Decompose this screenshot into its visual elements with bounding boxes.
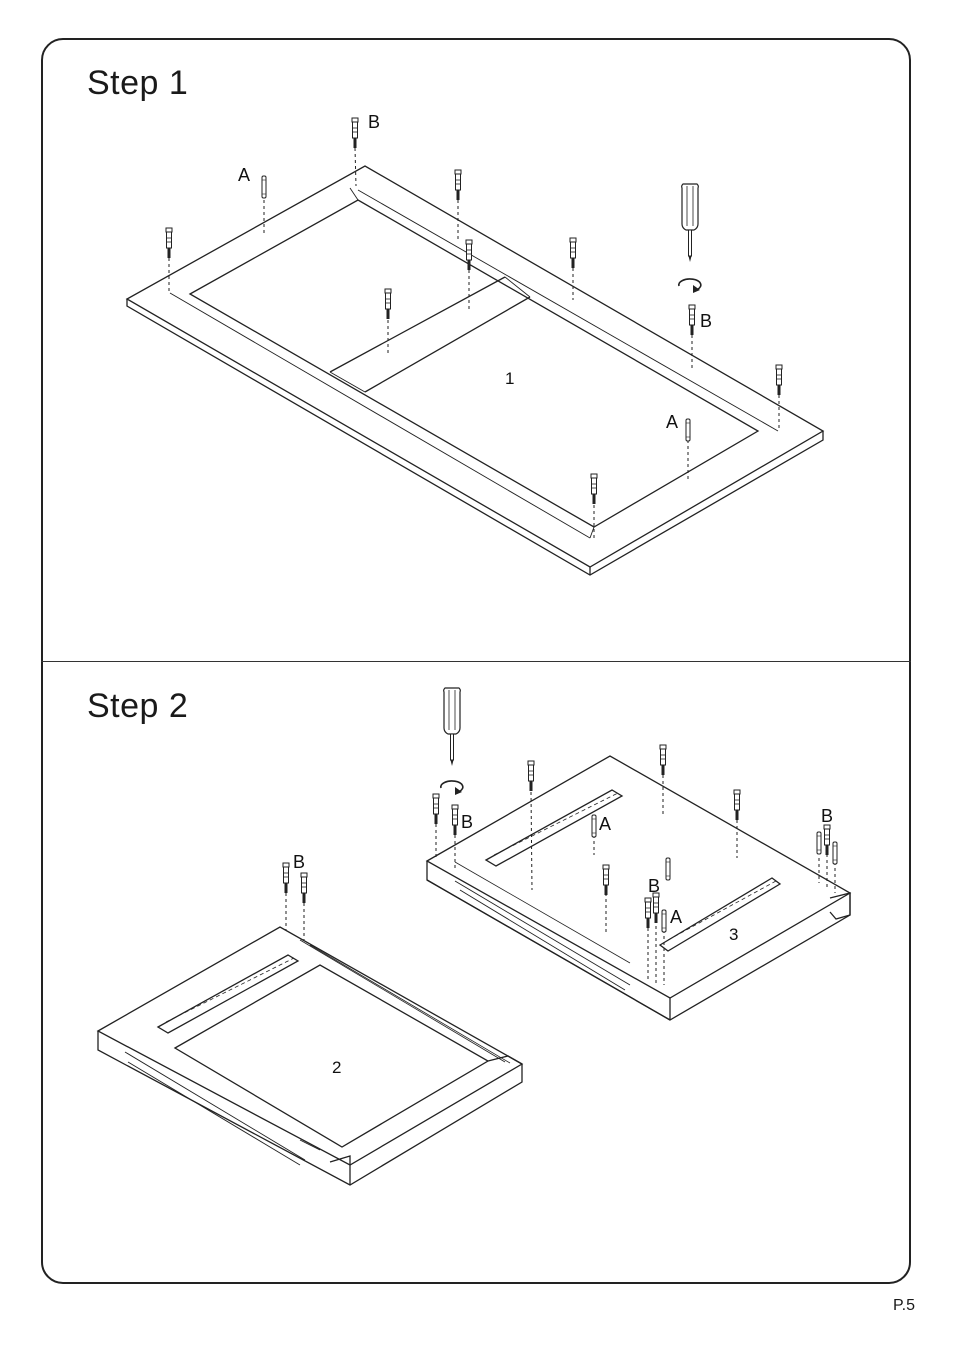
screwdriver-icon [444, 688, 461, 766]
label-b-step2-low: B [648, 876, 660, 896]
part-number-2: 2 [332, 1058, 341, 1077]
rotate-arrow-icon [441, 781, 463, 795]
part-number-1: 1 [505, 369, 514, 388]
screwdriver-icon [682, 184, 699, 262]
label-b-step1-top: B [368, 112, 380, 132]
label-b-step2-mid: B [461, 812, 473, 832]
part-number-3: 3 [729, 925, 738, 944]
rotate-arrow-icon [679, 279, 701, 293]
panel-1-drawing [127, 166, 823, 575]
label-b-step2-left: B [293, 852, 305, 872]
panel-3-drawing [427, 756, 850, 1020]
panel-2-drawing [98, 927, 522, 1185]
label-b-step2-right: B [821, 806, 833, 826]
page-number: P.5 [893, 1297, 915, 1315]
label-a-step2-low: A [670, 907, 682, 927]
label-a-step1-left: A [238, 165, 250, 185]
label-a-step1-right: A [666, 412, 678, 432]
label-b-step1-right: B [700, 311, 712, 331]
label-a-step2-mid: A [599, 814, 611, 834]
